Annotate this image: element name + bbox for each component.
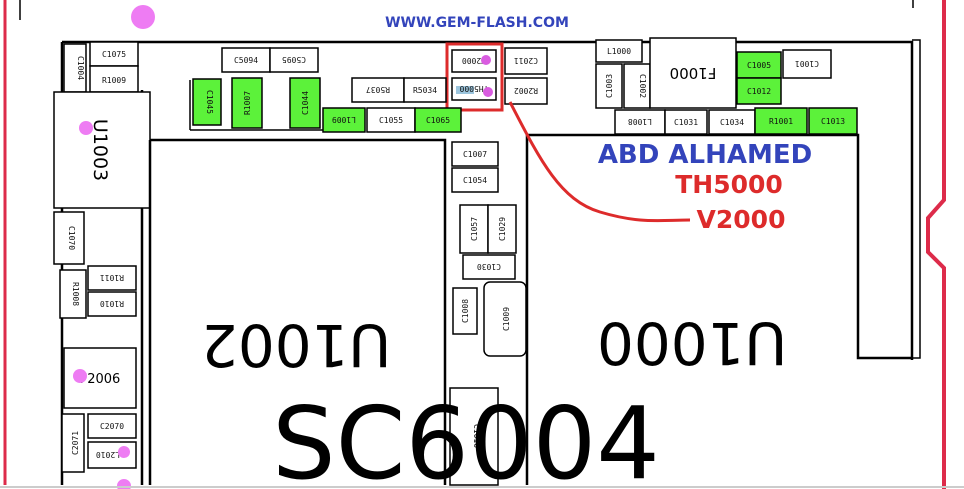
label-th5000: TH5000: [459, 84, 488, 93]
label-r1007: R1007: [243, 91, 252, 115]
highlight-v2000-text: V2000: [697, 205, 786, 234]
label-c1057: C1057: [470, 217, 479, 241]
label-c1007: C1007: [463, 150, 487, 159]
label-c1013: C1013: [821, 117, 845, 126]
probe-dot-l2010: [118, 446, 130, 458]
chip-f2006: [63, 347, 137, 409]
label-r1010: R1010: [100, 299, 124, 308]
label-u1002: U1002: [201, 311, 391, 379]
label-c1010: C1010: [472, 424, 481, 448]
right-frame-line: [926, 0, 946, 489]
label-c2011: C2011: [514, 56, 538, 65]
watermark-text: WWW.GEM-FLASH.COM: [385, 15, 569, 31]
label-c1004: C1004: [76, 56, 85, 80]
label-r1008: R1008: [71, 282, 80, 306]
label-l1008: L1008: [628, 117, 652, 126]
label-r1009: R1009: [102, 76, 126, 85]
label-r2002: R2002: [514, 86, 538, 95]
chip-u1003: [53, 91, 151, 209]
label-f2006: F2006: [80, 372, 121, 387]
label-c1055: C1055: [379, 116, 403, 125]
author-text: ABD ALHAMED: [598, 140, 812, 170]
highlight-th5000-text: TH5000: [675, 170, 783, 199]
label-f1000: F1000: [670, 64, 717, 82]
label-l1009: L1009: [332, 115, 356, 124]
probe-dot-top: [131, 5, 155, 29]
label-c1054: C1054: [463, 176, 487, 185]
label-c1070: C1070: [67, 226, 76, 250]
label-u1000: U1000: [597, 309, 787, 377]
label-c1002: C1002: [638, 74, 647, 98]
soc-label: SC6004: [272, 385, 660, 489]
label-c5095: C5095: [282, 55, 306, 64]
label-c1009: C1009: [502, 307, 511, 331]
label-c1005: C1005: [747, 61, 771, 70]
chip-u1000: [525, 133, 912, 485]
label-c1075: C1075: [102, 50, 126, 59]
probe-dot-th5000: [483, 87, 493, 97]
label-r5034: R5034: [413, 86, 437, 95]
probe-dot-u1003: [79, 121, 93, 135]
label-c1065: C1065: [426, 116, 450, 125]
label-c1045: C1045: [205, 90, 214, 114]
label-u1003: U1003: [89, 119, 111, 181]
label-c1008: C1008: [461, 299, 470, 323]
pointer-line: [508, 101, 691, 223]
probe-dot-v2000: [481, 55, 491, 65]
label-c1012: C1012: [747, 87, 771, 96]
label-c2071: C2071: [71, 431, 80, 455]
label-r1011: R1011: [100, 273, 124, 282]
label-c1003: C1003: [605, 74, 614, 98]
label-c1030: C1030: [477, 262, 501, 271]
label-c5094: C5094: [234, 56, 258, 65]
label-c1034: C1034: [720, 118, 744, 127]
label-v2000: V2000: [462, 56, 486, 65]
label-r5037: R5037: [366, 85, 390, 94]
label-c1044: C1044: [301, 91, 310, 115]
label-c1031: C1031: [674, 118, 698, 127]
chip-f1000: [649, 37, 737, 109]
label-c1029: C1029: [498, 217, 507, 241]
label-c2070: C2070: [100, 422, 124, 431]
label-l2010: L2010: [96, 450, 120, 459]
label-l1000: L1000: [607, 47, 631, 56]
probe-dot-f2006: [73, 369, 87, 383]
label-r1001: R1001: [769, 117, 793, 126]
label-c1001: C1001: [795, 59, 819, 68]
chip-u1002: [148, 138, 447, 485]
